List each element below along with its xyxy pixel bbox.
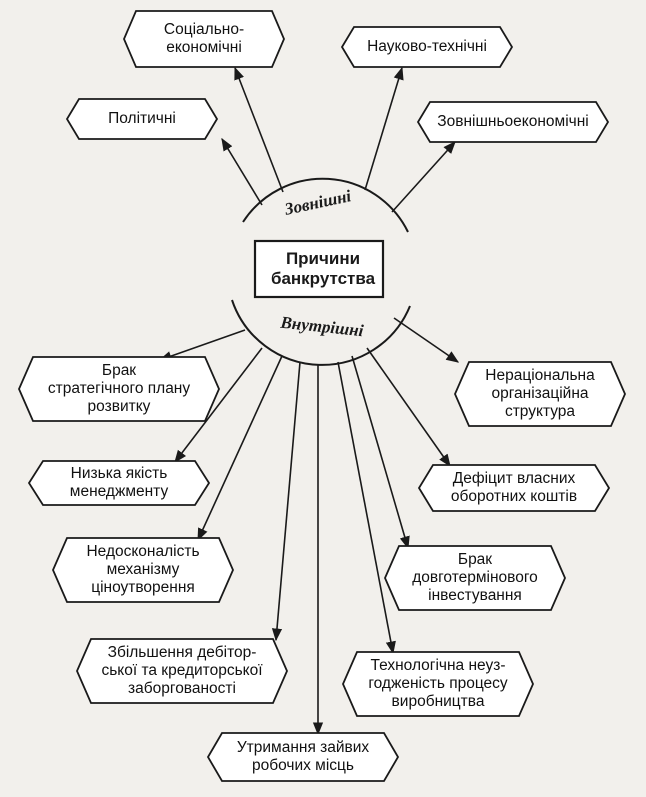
- internal-cause-technology-label: Технологічна неуз- годженість процесу ви…: [368, 657, 508, 710]
- internal-cause-technology-box: [342, 651, 534, 717]
- external-cause-foreign-economic-box: [416, 101, 610, 143]
- external-cause-political-label: Політичні: [108, 110, 176, 127]
- internal-cause-working-capital-box: [417, 464, 611, 512]
- internal-cause-structure-box: [454, 361, 626, 427]
- arrow-to-strategy: [158, 329, 246, 361]
- internal-cause-investment-box: [384, 545, 566, 611]
- internal-cause-staffing-box: [206, 732, 400, 782]
- internal-cause-receivables-box: [76, 638, 288, 704]
- arrow-to-structure: [393, 317, 460, 363]
- arrow-to-scientific-technical: [364, 66, 404, 191]
- arrow-to-foreign-economic: [391, 141, 456, 213]
- arrow-to-technology: [337, 361, 396, 655]
- external-cause-socioeconomic-label: Соціально- економічні: [163, 21, 245, 56]
- internal-cause-investment-label: Брак довготермінового інвестування: [412, 551, 538, 604]
- external-cause-socioeconomic-box: [123, 10, 285, 68]
- internal-cause-management-label: Низька якість менеджменту: [69, 465, 169, 500]
- arrow-to-political: [221, 137, 263, 206]
- internal-arc: [231, 299, 411, 366]
- internal-cause-structure-label: Нераціональна організаційна структура: [485, 367, 595, 420]
- external-cause-scientific-technical-label: Науково-технічні: [367, 38, 487, 55]
- internal-cause-strategy-label: Брак стратегічного плану розвитку: [47, 362, 191, 415]
- arrow-to-investment: [351, 355, 410, 550]
- external-arc: [242, 177, 409, 233]
- arrow-to-pricing: [197, 355, 283, 542]
- arrow-to-receivables: [271, 361, 301, 642]
- internal-cause-staffing-label: Утримання зайвих робочих місць: [236, 739, 370, 774]
- internal-cause-management-box: [27, 460, 211, 506]
- center-box: [253, 239, 385, 299]
- internal-cause-pricing-label: Недосконалість механізму ціноутворення: [86, 543, 200, 596]
- arrow-to-socioeconomic: [234, 66, 284, 193]
- internal-cause-receivables-label: Збільшення дебітор- ської та кредиторськ…: [101, 644, 263, 697]
- external-cause-foreign-economic-label: Зовнішньоекономічні: [437, 113, 589, 130]
- external-cause-political-box: [65, 98, 219, 140]
- center-label: Причини банкрутства: [270, 249, 376, 288]
- arrow-to-working-capital: [366, 347, 451, 468]
- internal-cause-strategy-box: [18, 356, 220, 422]
- internal-cause-working-capital-label: Дефіцит власних оборотних коштів: [450, 470, 578, 505]
- arrow-to-management: [174, 347, 263, 464]
- external-cause-scientific-technical-box: [340, 26, 514, 68]
- internal-cause-pricing-box: [52, 537, 234, 603]
